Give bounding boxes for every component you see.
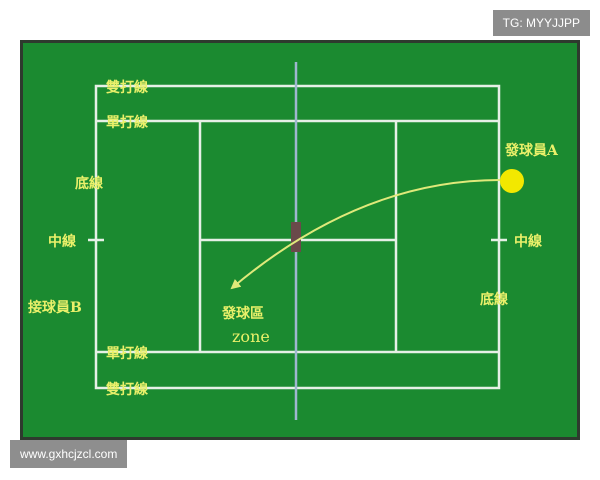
serve-trajectory-arrow [230, 179, 501, 290]
doubles-outline [94, 84, 501, 390]
label-singles-line-top: 單打線 [106, 114, 148, 131]
label-center-mark-left: 中線 [48, 233, 76, 250]
label-doubles-line-bottom: 雙打線 [106, 381, 148, 398]
label-singles-line-bottom: 單打線 [106, 345, 148, 362]
net-post [291, 222, 301, 252]
label-zone: zone [232, 327, 270, 346]
label-baseline-right: 底線 [480, 291, 508, 308]
label-center-mark-right: 中線 [514, 233, 542, 250]
tennis-ball-icon [500, 169, 524, 193]
label-doubles-line-top: 雙打線 [106, 79, 148, 96]
label-service-box: 發球區 [221, 305, 264, 322]
watermark-top-right: TG: MYYJJPP [492, 10, 590, 36]
label-server-a: 發球員A [504, 142, 559, 159]
label-receiver-b: 接球員B [28, 299, 82, 316]
label-baseline-left: 底線 [75, 175, 103, 192]
court-lines [88, 84, 507, 390]
watermark-bottom-left: www.gxhcjzcl.com [10, 440, 128, 468]
